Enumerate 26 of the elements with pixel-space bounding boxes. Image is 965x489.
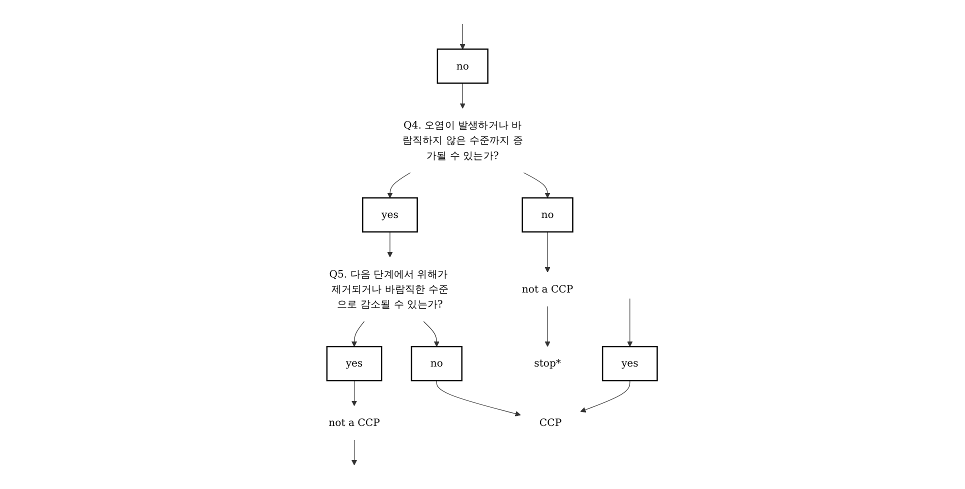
- node-box: yes: [602, 346, 658, 382]
- arrow: [460, 24, 466, 50]
- arrow: [544, 306, 550, 347]
- node-text: not a CCP: [522, 282, 574, 295]
- arrow: [523, 172, 550, 198]
- node-text: CCP: [539, 416, 562, 428]
- arrow: [460, 82, 466, 109]
- arrow: [351, 321, 364, 347]
- arrow: [580, 380, 630, 412]
- node-box: no: [522, 197, 574, 233]
- node-text: Q4. 오염이 발생하거나 바람직하지 않은 수준까지 증가될 수 있는가?: [402, 119, 523, 162]
- arrow: [351, 380, 357, 406]
- node-box: no: [410, 346, 462, 382]
- node-text: stop*: [534, 357, 561, 370]
- arrow: [351, 440, 357, 466]
- arrow: [436, 380, 521, 416]
- node-text: not a CCP: [328, 416, 380, 428]
- arrow: [423, 321, 440, 347]
- node-box: yes: [326, 346, 382, 382]
- node-box: yes: [362, 197, 418, 233]
- node-box: no: [436, 48, 488, 84]
- arrow: [627, 298, 633, 347]
- arrow: [387, 232, 393, 258]
- arrow: [544, 232, 550, 272]
- node-text: Q5. 다음 단계에서 위해가 제거되거나 바람직한 수준으로 감소될 수 있는가?: [329, 268, 448, 310]
- arrow: [387, 172, 411, 198]
